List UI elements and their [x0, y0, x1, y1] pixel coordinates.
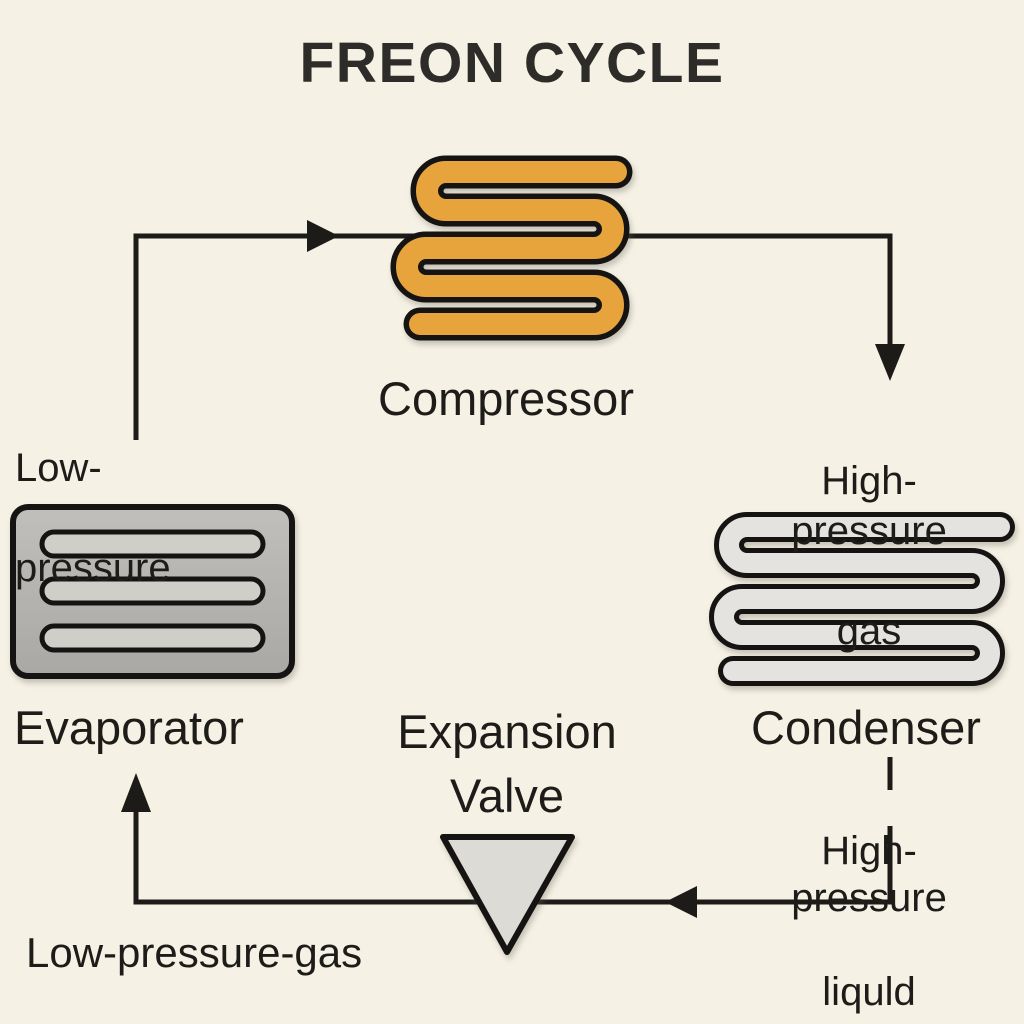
evaporator-icon: [10, 504, 295, 679]
condenser-label: Condenser: [751, 701, 981, 754]
low-pressure-line2: pressure: [15, 546, 171, 590]
expansion-valve-label: Expansion Valve: [397, 705, 617, 822]
high-pressure-liquid-line2: liquld: [822, 970, 916, 1014]
high-pressure-gas-label: High-pressure gas: [791, 406, 947, 656]
compressor-coil-icon: [390, 155, 633, 341]
condenser-coil-icon: [709, 512, 1015, 686]
high-pressure-liquid-line1: High-pressure: [791, 829, 947, 920]
low-pressure-line1: Low-: [15, 446, 102, 490]
up-arrow-icon: [121, 773, 151, 812]
expansion-valve-icon: [440, 834, 575, 955]
evaporator-label: Evaporator: [14, 701, 244, 754]
high-pressure-gas-line2: gas: [836, 609, 902, 653]
low-pressure-gas-label: Low-pressure-gas: [26, 929, 363, 976]
down-arrow-icon: [875, 344, 905, 381]
right-arrow-icon: [307, 220, 339, 252]
diagram-title: FREON CYCLE: [299, 31, 725, 95]
low-pressure-label: Low- pressure: [15, 393, 171, 593]
left-arrow-icon: [665, 886, 697, 918]
compressor-label: Compressor: [378, 372, 634, 425]
high-pressure-liquid-label: High-pressure liquld: [791, 781, 947, 1016]
high-pressure-gas-line1: High-pressure: [791, 459, 947, 553]
